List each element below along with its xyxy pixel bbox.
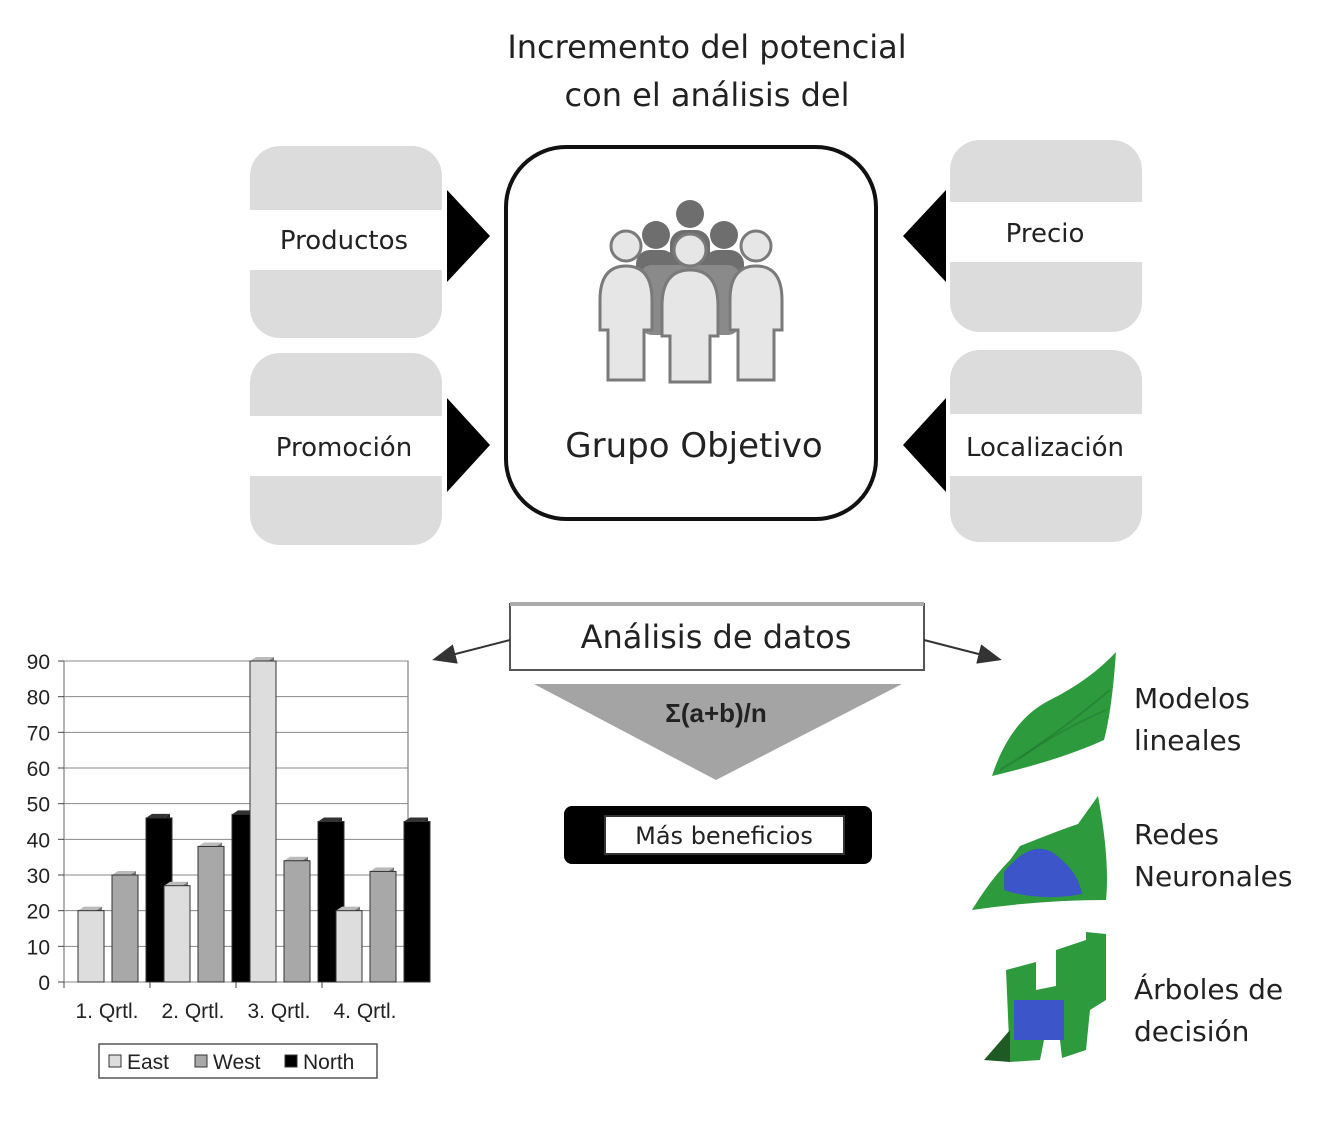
decision-tree-label-2: decisión (1134, 1015, 1249, 1048)
legend-swatch-east (108, 1054, 122, 1068)
bar-west-3 (283, 860, 311, 983)
neural-network-shape (972, 796, 1107, 910)
arrow-to-chart (432, 639, 511, 664)
bar-west-2 (197, 845, 225, 983)
bar-east-2 (163, 885, 191, 983)
bar-north-4 (403, 821, 431, 983)
bar-top (198, 842, 222, 847)
y-tick-label: 40 (27, 829, 50, 852)
factor-promotion: Promoción (250, 353, 442, 545)
bar-top (146, 813, 170, 818)
arrow-products (447, 190, 490, 282)
arrow-location (903, 398, 946, 492)
bar-top (318, 817, 342, 822)
x-tick-label: 1. Qrtl. (75, 1000, 138, 1023)
decision-tree-shape (984, 932, 1106, 1062)
bar-chart: 0 10 20 30 40 50 60 70 80 90 1. Qrtl. 2. Qrtl. 3. Qr… (27, 651, 431, 1079)
bar-top (370, 867, 394, 872)
factor-location-label: Localización (966, 433, 1124, 463)
bar-top (250, 657, 274, 661)
decision-tree-label-1: Árboles de (1134, 972, 1283, 1006)
y-tick-label: 30 (27, 865, 50, 888)
arrow-to-models (923, 639, 1002, 664)
y-tick-label: 90 (27, 651, 50, 674)
bar-top (164, 881, 188, 886)
factor-promotion-label: Promoción (276, 433, 412, 463)
y-tick-label: 50 (27, 794, 50, 817)
factor-price-label: Precio (1006, 219, 1085, 249)
neural-network-label-2: Neuronales (1134, 860, 1292, 893)
formula-label: Σ(a+b)/n (665, 698, 767, 728)
y-tick-label: 70 (27, 722, 50, 745)
y-tick-label: 80 (27, 687, 50, 710)
bar-west-1 (111, 874, 139, 983)
bar-west-4 (369, 870, 397, 983)
neural-network-label-1: Redes (1134, 818, 1219, 851)
title-line-1: Incremento del potencial (507, 28, 906, 66)
factor-products-label: Productos (280, 226, 408, 256)
bar-top (404, 817, 428, 822)
arrow-promotion (447, 398, 490, 492)
result-label: Más beneficios (635, 822, 813, 850)
bar-east-1 (77, 910, 105, 983)
x-tick-label: 4. Qrtl. (333, 1000, 396, 1023)
factor-location: Localización (950, 350, 1142, 542)
bar-top (284, 856, 308, 861)
x-tick-label: 2. Qrtl. (161, 1000, 224, 1023)
target-group-label: Grupo Objetivo (565, 426, 822, 466)
chart-legend (98, 1043, 378, 1079)
legend-label-west: West (213, 1051, 261, 1074)
legend-swatch-north (284, 1054, 298, 1068)
title-line-2: con el análisis del (565, 76, 850, 114)
y-tick-label: 10 (27, 936, 50, 959)
y-tick-label: 60 (27, 758, 50, 781)
arrow-price (903, 190, 946, 282)
legend-swatch-west (194, 1054, 208, 1068)
people-group-icon (598, 200, 784, 384)
bar-east-4 (335, 910, 363, 983)
formula-funnel (534, 684, 902, 780)
factor-price: Precio (950, 140, 1142, 332)
bar-top (112, 871, 136, 875)
bar-east-3 (249, 660, 277, 983)
bar-top (336, 906, 360, 911)
factor-products: Productos (250, 146, 442, 338)
y-tick-label: 20 (27, 901, 50, 924)
analysis-box (509, 603, 925, 671)
legend-label-north: North (303, 1051, 354, 1074)
bar-top (78, 906, 102, 911)
linear-model-label-1: Modelos (1134, 682, 1250, 715)
x-tick-label: 3. Qrtl. (247, 1000, 310, 1023)
linear-model-label-2: lineales (1134, 724, 1241, 757)
legend-label-east: East (127, 1051, 169, 1074)
y-tick-label: 0 (38, 972, 50, 995)
linear-model-shape (992, 652, 1116, 776)
analysis-label: Análisis de datos (581, 618, 852, 656)
